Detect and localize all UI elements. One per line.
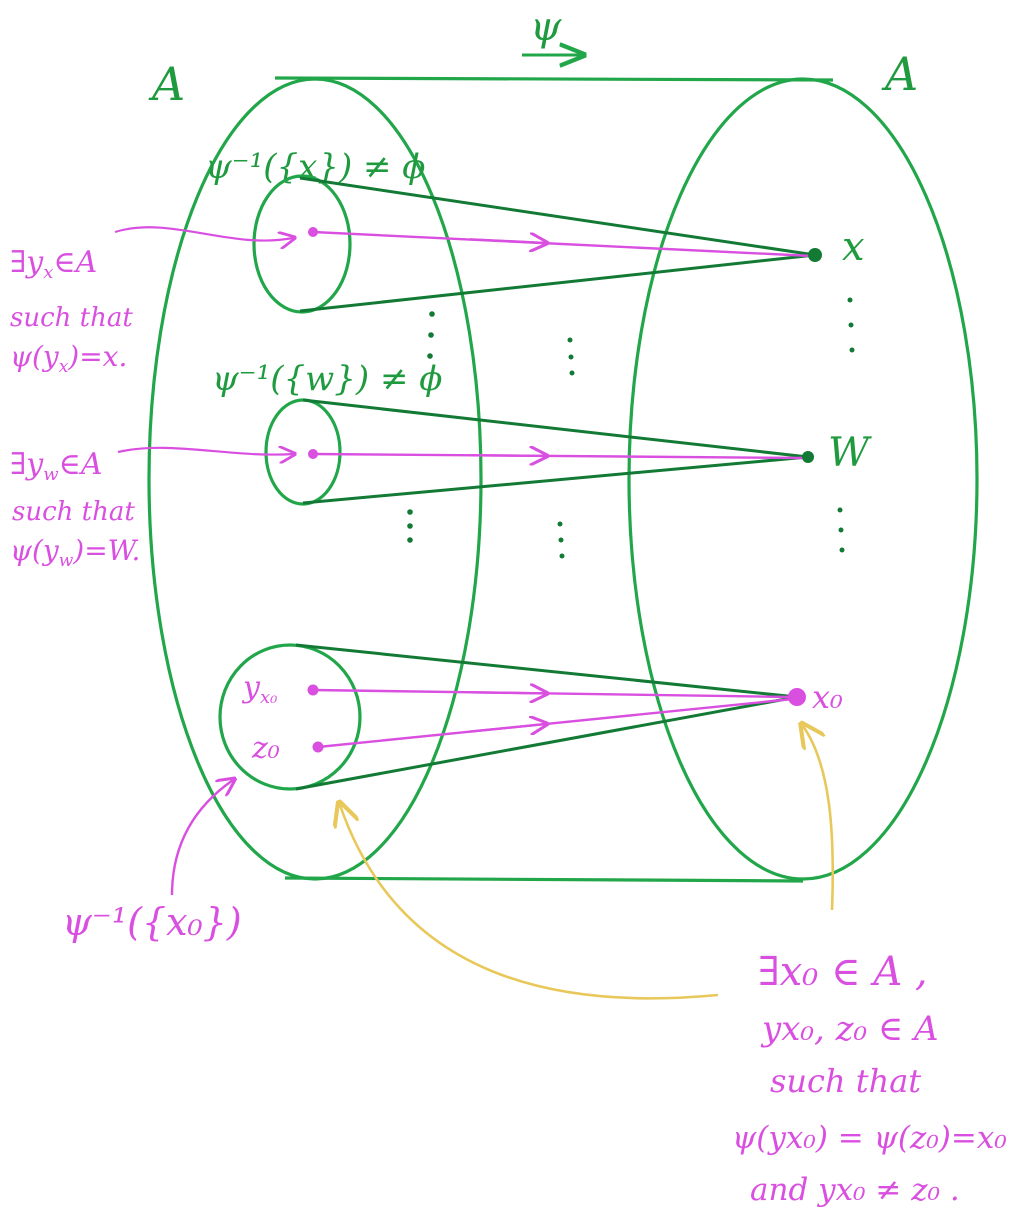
x0-note-line1: ∃x₀ ∈ A , — [758, 949, 928, 995]
map-label: ψ — [530, 4, 562, 50]
codomain-label: A — [881, 47, 918, 101]
ellipsis-dots-1 — [427, 297, 855, 376]
preimage-x0-note: ψ⁻¹({x₀}) — [62, 780, 242, 944]
preimage-x0-group: yx₀ z₀ x₀ — [218, 643, 843, 791]
point-yx0 — [307, 684, 319, 696]
ellipsis-dots-2 — [407, 507, 845, 559]
x0-note: ∃x₀ ∈ A , yx₀, z₀ ∈ A such that ψ(yx₀) =… — [732, 949, 1007, 1208]
preimage-x0-circle — [218, 643, 362, 791]
note-w: ∃yw∈A such that ψ(yw)=W. — [10, 447, 293, 571]
arrow-z0-to-x0 — [317, 697, 794, 749]
preimage-x-circle — [252, 174, 352, 314]
note-x-line2: such that — [10, 303, 133, 333]
preimage-w-group: ψ⁻¹({w}) ≠ ϕ W — [212, 359, 872, 506]
note-x-line3: ψ(yx)=x. — [10, 340, 127, 377]
note-w-line2: such that — [12, 497, 135, 527]
point-w-dot — [802, 451, 814, 463]
yellow-arrow-to-x0 — [803, 726, 835, 911]
point-w-label: W — [828, 430, 872, 476]
note-x-arrow — [114, 226, 293, 240]
yellow-arrow-to-preimage — [340, 805, 719, 1000]
arrow-yx-to-x — [312, 230, 813, 258]
x0-note-line3: such that — [770, 1062, 921, 1100]
point-x0-label: x₀ — [812, 678, 843, 716]
preimage-x0-arrow — [170, 780, 233, 896]
point-x-dot — [808, 248, 822, 262]
preimage-x0-label: ψ⁻¹({x₀}) — [62, 900, 242, 944]
note-w-line3: ψ(yw)=W. — [10, 534, 140, 571]
note-w-line1: ∃yw∈A — [10, 447, 103, 485]
note-x-line1: ∃yx∈A — [10, 245, 97, 283]
map-arrow: ψ — [522, 4, 584, 55]
domain-label: A — [148, 57, 185, 111]
note-w-arrow — [117, 448, 293, 455]
note-x: ∃yx∈A such that ψ(yx)=x. — [10, 226, 293, 377]
x0-note-line2: yx₀, z₀ ∈ A — [760, 1009, 939, 1049]
arrow-yw-to-w — [312, 452, 807, 460]
arrow-yx0-to-x0 — [312, 688, 794, 699]
preimage-w-circle — [264, 398, 342, 506]
yellow-arrows — [340, 726, 835, 1000]
preimage-x-group: ψ⁻¹({x}) ≠ ϕ x — [205, 147, 865, 314]
point-z0 — [312, 741, 324, 753]
point-x-label: x — [842, 224, 865, 270]
codomain-ellipse — [627, 77, 979, 881]
point-yx — [308, 227, 318, 237]
x0-note-line4: ψ(yx₀) = ψ(z₀)=x₀ — [732, 1120, 1007, 1156]
cylinder-top-edge — [274, 76, 834, 82]
preimage-w-label: ψ⁻¹({w}) ≠ ϕ — [212, 359, 442, 399]
point-yx0-label: yx₀ — [241, 670, 277, 708]
point-x0-dot — [788, 688, 806, 706]
cylinder-bottom-edge — [284, 876, 804, 883]
point-yw — [308, 449, 318, 459]
x0-note-line5: and yx₀ ≠ z₀ . — [750, 1172, 960, 1208]
cylinder — [147, 76, 979, 883]
point-z0-label: z₀ — [251, 731, 280, 766]
